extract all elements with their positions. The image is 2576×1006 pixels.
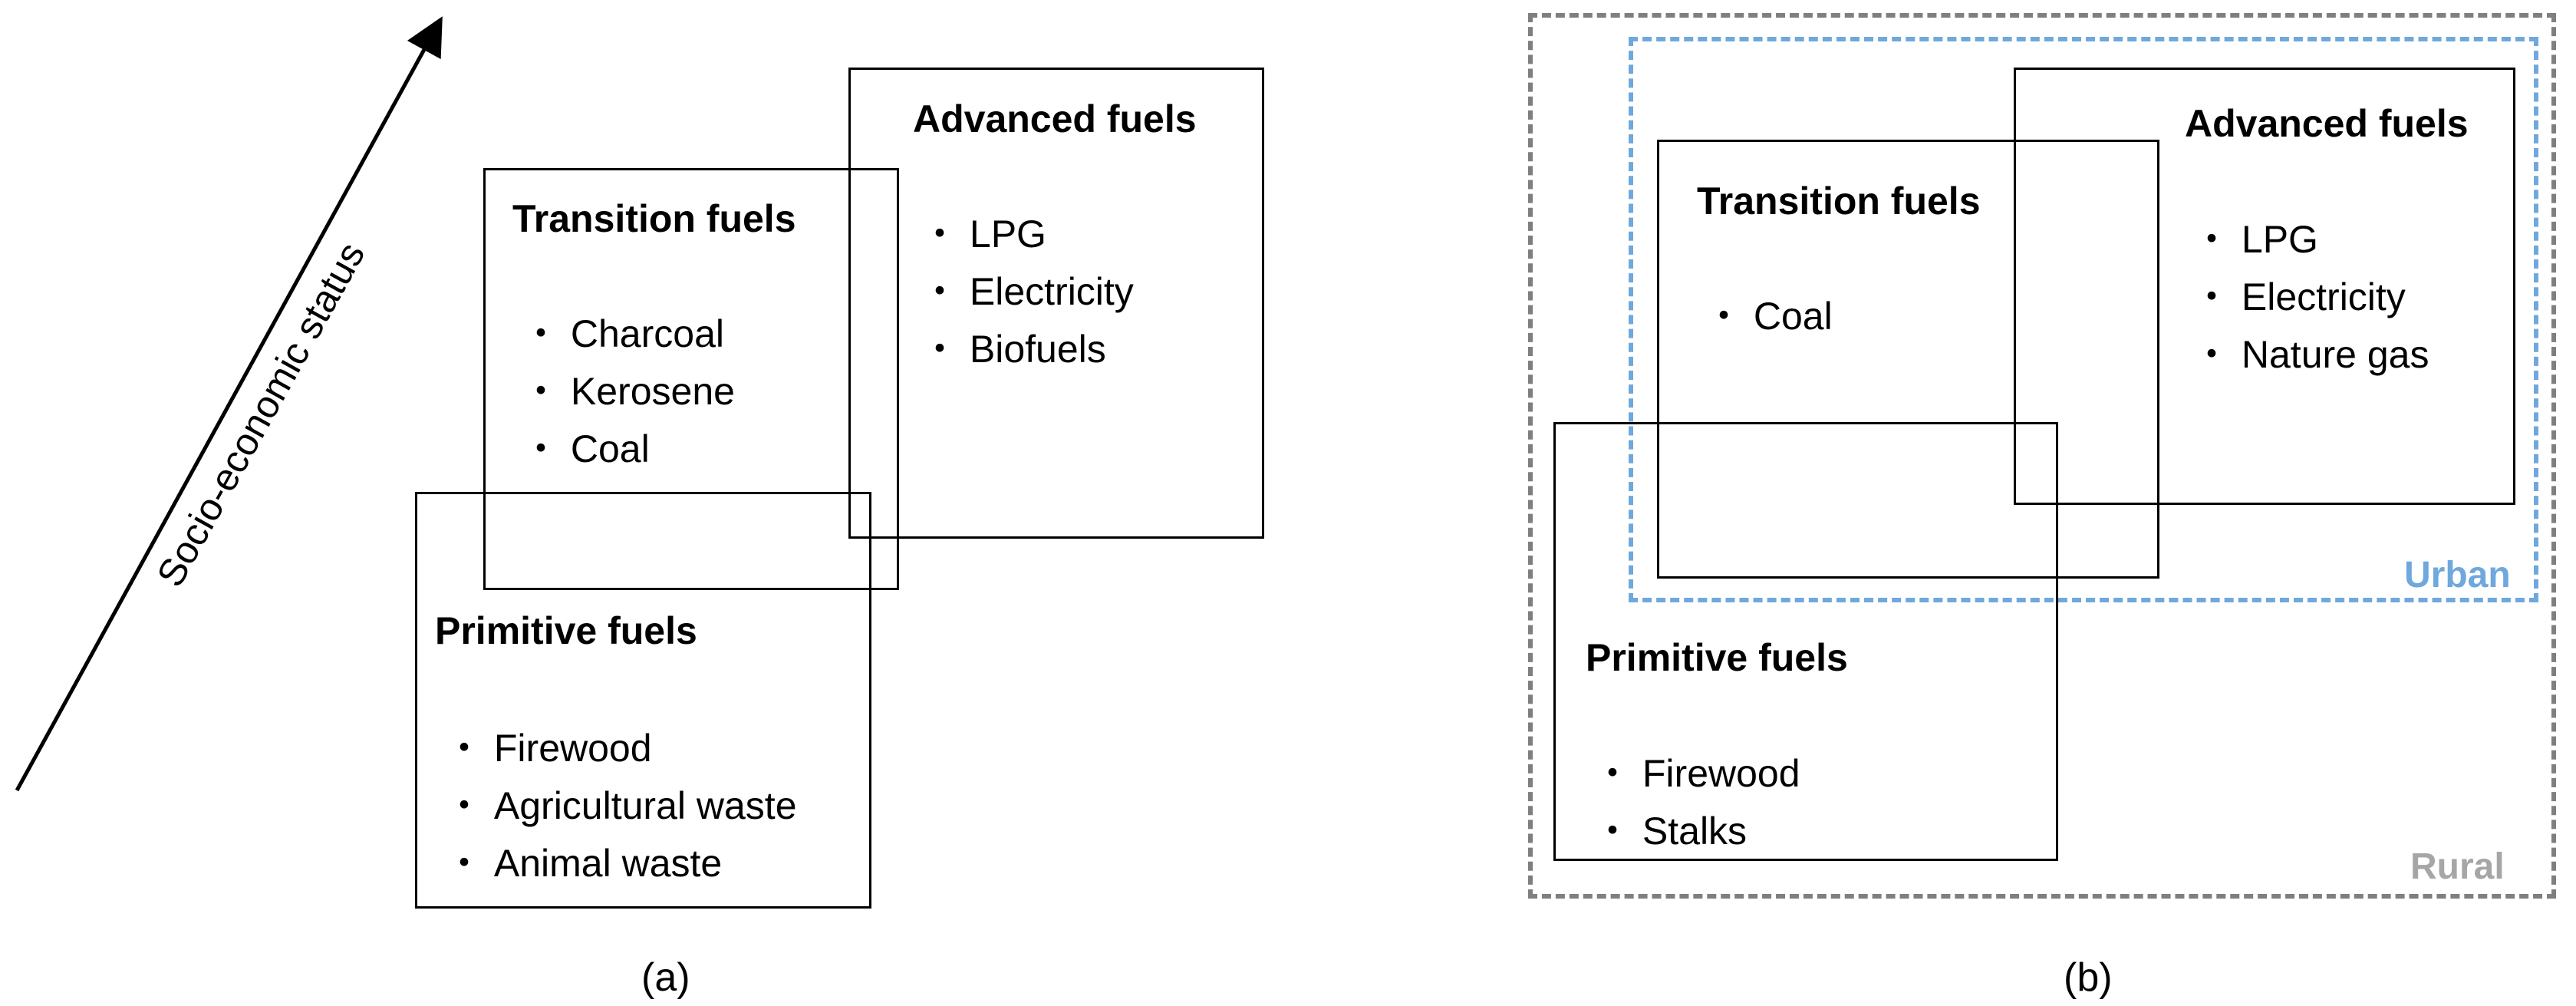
panel-a-transition-item-charcoal: ・ Charcoal <box>522 312 724 355</box>
panel-b-primitive-item-stalks: ・ Stalks <box>1593 810 1748 853</box>
panel-b-rural-zone <box>1528 13 2556 899</box>
panel-b-transition-title: Transition fuels <box>1697 180 1981 223</box>
panel-b-transition-fuels-box <box>1657 140 2159 579</box>
panel-b-advanced-title: Advanced fuels <box>2185 102 2469 145</box>
panel-a-primitive-fuels-box <box>415 492 871 909</box>
panel-b-advanced-item-nature-gas: ・ Nature gas <box>2192 333 2429 376</box>
panel-b-caption: (b) <box>2064 955 2113 1000</box>
panel-a-advanced-item-lpg: ・ LPG <box>921 213 1046 256</box>
panel-a-primitive-item-agricultural-waste: ・ Agricultural waste <box>445 784 797 827</box>
panel-a-advanced-title: Advanced fuels <box>913 97 1197 140</box>
panel-b-urban-zone <box>1629 37 2538 602</box>
panel-b-advanced-item-electricity: ・ Electricity <box>2192 275 2406 318</box>
panel-a-caption: (a) <box>641 955 690 1000</box>
panel-a-transition-item-kerosene: ・ Kerosene <box>522 370 735 413</box>
panel-b-transition-item-coal: ・ Coal <box>1705 295 1833 338</box>
panel-a-transition-fuels-box <box>483 168 899 590</box>
panel-b-urban-label: Urban <box>2404 555 2511 595</box>
panel-a-advanced-fuels-box <box>848 68 1264 539</box>
panel-a-transition-item-coal: ・ Coal <box>522 427 650 470</box>
panel-a-advanced-item-biofuels: ・ Biofuels <box>921 328 1106 371</box>
panel-a-advanced-item-electricity: ・ Electricity <box>921 270 1134 313</box>
panel-b-primitive-title: Primitive fuels <box>1586 636 1848 679</box>
panel-b-primitive-item-firewood: ・ Firewood <box>1593 752 1800 795</box>
panel-b-primitive-fuels-box <box>1553 422 2058 861</box>
panel-b-rural-label: Rural <box>2410 846 2505 887</box>
panel-a-transition-title: Transition fuels <box>512 197 796 240</box>
panel-b-advanced-fuels-box <box>2014 68 2515 505</box>
panel-b-advanced-item-lpg: ・ LPG <box>2192 218 2318 261</box>
panel-a-primitive-item-firewood: ・ Firewood <box>445 727 652 770</box>
panel-a-primitive-title: Primitive fuels <box>435 609 697 652</box>
panel-a-primitive-item-animal-waste: ・ Animal waste <box>445 842 723 885</box>
